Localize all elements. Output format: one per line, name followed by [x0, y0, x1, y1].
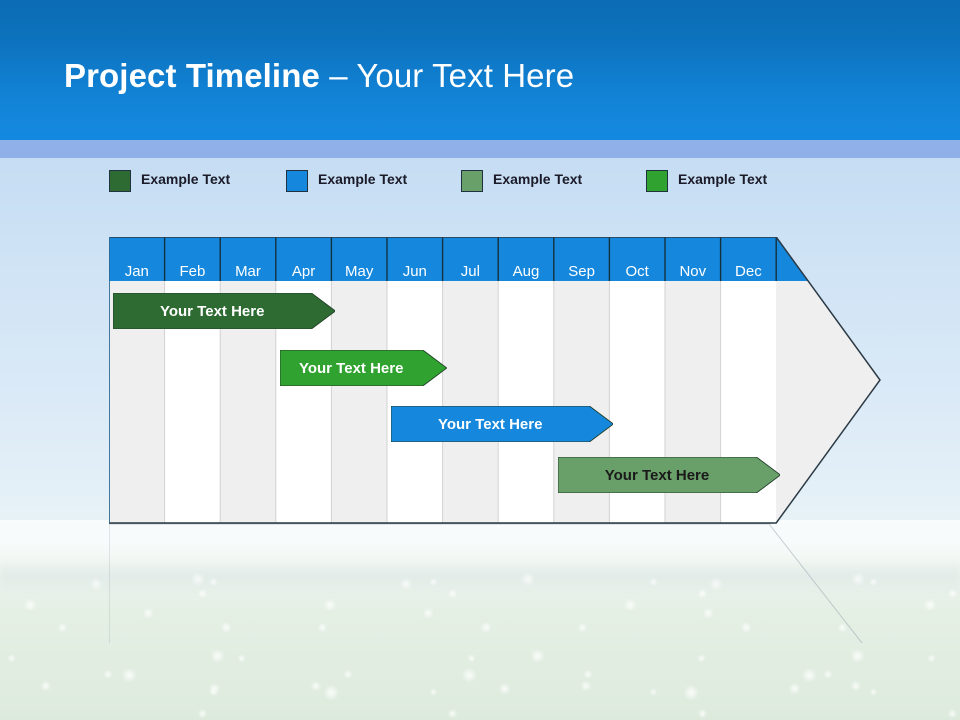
month-header-aug[interactable]: Aug — [512, 263, 540, 280]
legend-color-swatch — [461, 170, 483, 192]
page-title: Project Timeline – Your Text Here — [64, 57, 574, 95]
month-header-jun[interactable]: Jun — [402, 263, 427, 280]
title-banner-accent-bar — [0, 140, 960, 158]
legend-color-swatch — [286, 170, 308, 192]
legend-item-label: Example Text — [678, 171, 768, 187]
legend-item-label: Example Text — [141, 171, 231, 187]
month-header-apr[interactable]: Apr — [291, 263, 316, 280]
month-header-jan[interactable]: Jan — [124, 263, 149, 280]
gantt-bar[interactable]: Your Text Here — [112, 292, 337, 330]
page-title-regular: – Your Text Here — [319, 57, 575, 94]
gantt-bar[interactable]: Your Text Here — [279, 349, 448, 387]
chart-reflection — [108, 522, 889, 720]
month-header-dec[interactable]: Dec — [735, 263, 762, 280]
gantt-bar-shape — [279, 349, 448, 387]
background-whitewash — [0, 520, 960, 720]
legend-color-swatch — [646, 170, 668, 192]
gantt-bar-shape — [112, 292, 337, 330]
month-header-oct[interactable]: Oct — [625, 263, 649, 280]
legend-color-swatch — [109, 170, 131, 192]
gantt-bar-shape — [390, 405, 615, 443]
gantt-bar-shape — [557, 456, 781, 494]
month-header-nov[interactable]: Nov — [679, 263, 707, 280]
month-header-feb[interactable]: Feb — [179, 263, 206, 280]
page-title-bold: Project Timeline — [64, 57, 320, 94]
title-banner — [0, 0, 960, 140]
gantt-bar[interactable]: Your Text Here — [390, 405, 615, 443]
month-header-may[interactable]: May — [345, 263, 374, 280]
month-header-mar[interactable]: Mar — [235, 263, 261, 280]
legend-item-label: Example Text — [493, 171, 583, 187]
month-header-jul[interactable]: Jul — [460, 263, 480, 280]
gantt-bar[interactable]: Your Text Here — [557, 456, 781, 494]
legend-item-label: Example Text — [318, 171, 408, 187]
month-header-sep[interactable]: Sep — [568, 263, 595, 280]
